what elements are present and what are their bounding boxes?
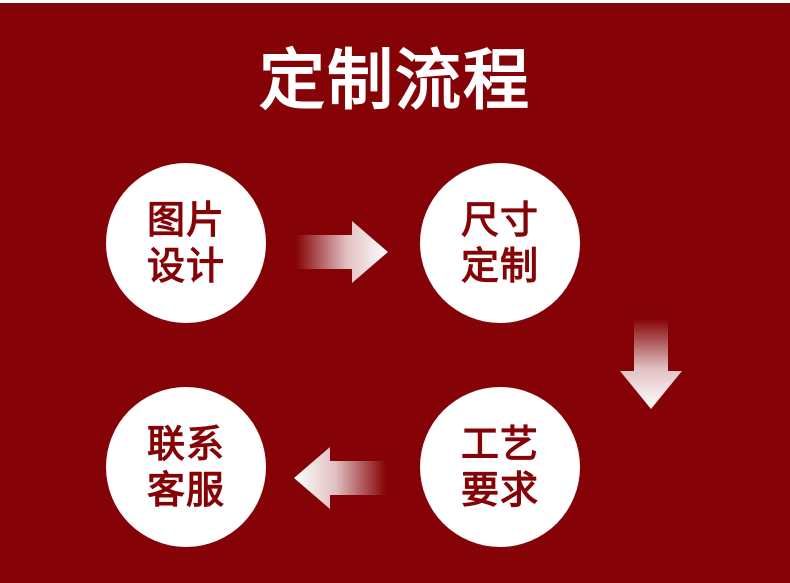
- step-label-line1: 联系: [146, 422, 225, 466]
- process-panel: 定制流程 图片 设计 尺寸 定制 工艺 要求 联系 客服: [0, 3, 790, 583]
- step-craft-requirements: 工艺 要求: [420, 387, 580, 547]
- step-label-line2: 设计: [146, 244, 225, 288]
- step-image-design: 图片 设计: [106, 163, 266, 323]
- arrow-down-icon: [620, 319, 682, 409]
- step-label-line1: 工艺: [460, 422, 539, 466]
- step-label-line1: 尺寸: [460, 198, 539, 242]
- arrow-left-icon: [294, 447, 386, 509]
- step-label-line2: 客服: [146, 468, 225, 512]
- step-label-line2: 定制: [460, 244, 539, 288]
- step-contact-service: 联系 客服: [106, 387, 266, 547]
- step-size-custom: 尺寸 定制: [420, 163, 580, 323]
- step-label-line2: 要求: [460, 468, 539, 512]
- page-title: 定制流程: [259, 42, 531, 119]
- step-label-line1: 图片: [146, 198, 225, 242]
- arrow-right-icon: [296, 221, 388, 283]
